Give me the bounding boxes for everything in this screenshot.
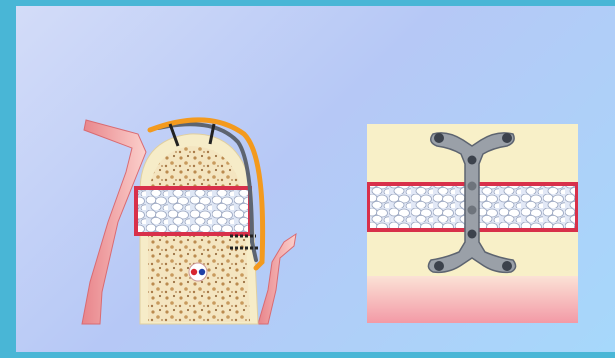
soft-tissue (367, 276, 578, 323)
plate-fixation-figure (367, 124, 578, 323)
ridge-augmentation-figure (80, 112, 300, 327)
